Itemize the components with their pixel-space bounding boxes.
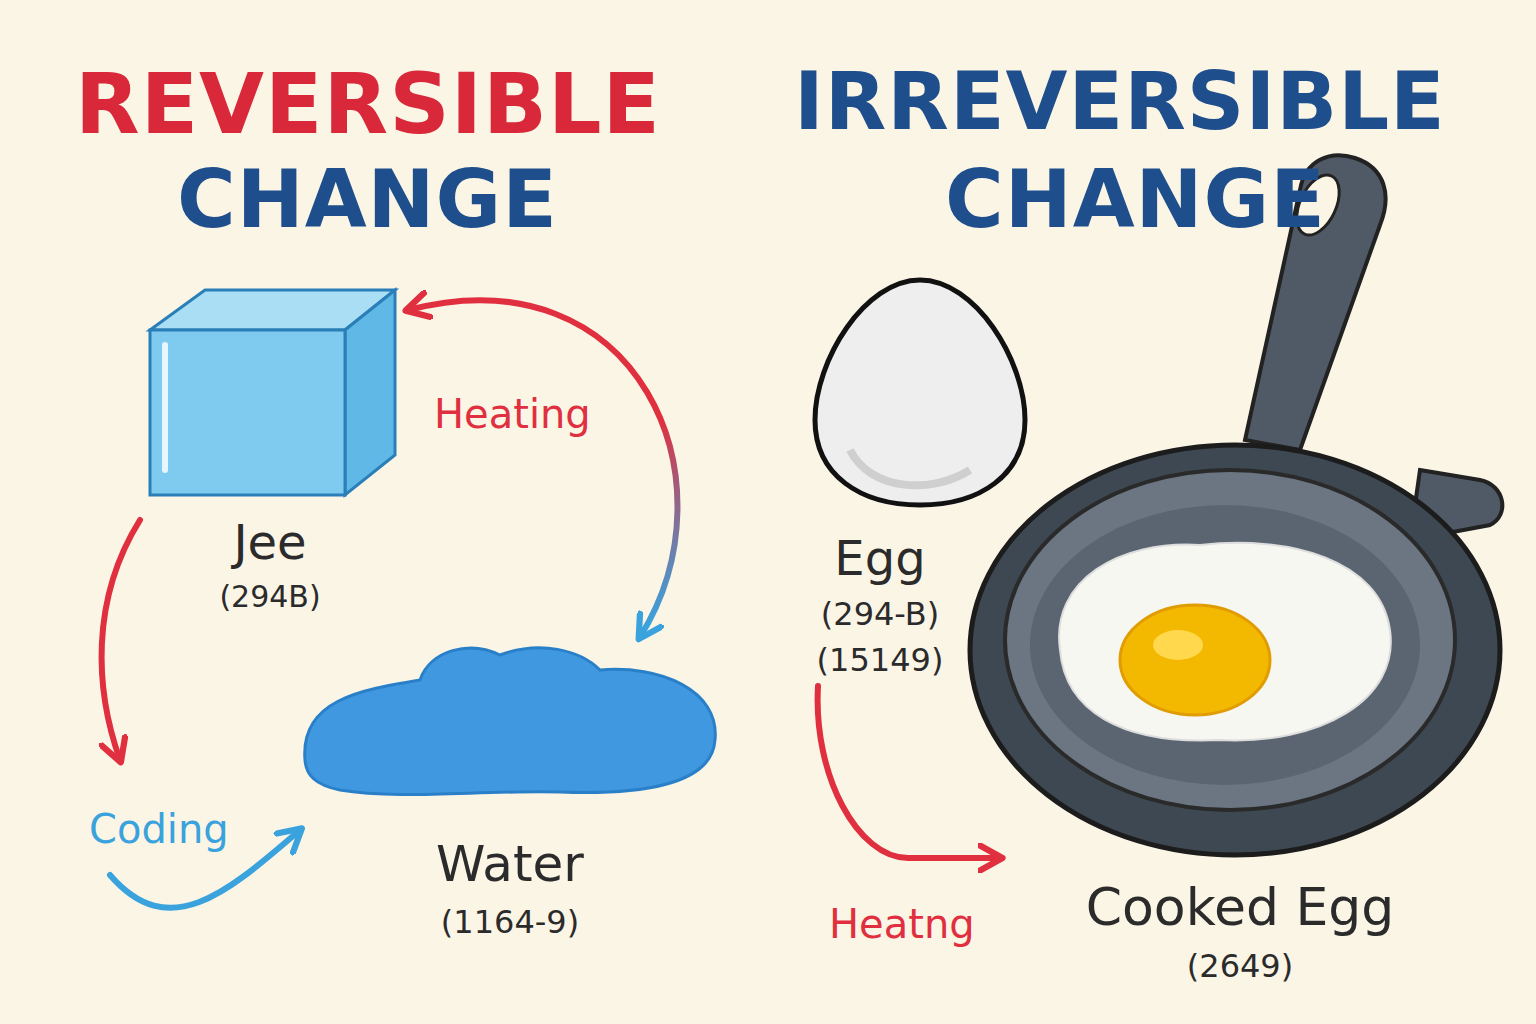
frying-pan	[970, 155, 1502, 855]
node-number: (2649)	[1187, 946, 1293, 986]
edge-label: Heatng	[825, 900, 979, 948]
cooked-egg-node: Cooked Egg (2649)	[1000, 300, 1480, 986]
node-number: (294-B)	[821, 594, 939, 634]
node-name: Water	[436, 833, 584, 896]
node-number: (1164-9)	[441, 902, 579, 942]
edge-label: Heating	[430, 390, 595, 438]
raw-egg	[815, 280, 1025, 505]
ice-node: Jee (294B)	[140, 280, 400, 616]
heading-word: IRREVERSIBLE	[794, 62, 1446, 142]
edge-label: Coding	[85, 805, 233, 853]
node-number: (294B)	[219, 578, 320, 616]
heading-word: CHANGE	[177, 160, 558, 240]
water-puddle	[305, 648, 716, 795]
water-node: Water (1164-9)	[300, 635, 720, 942]
connector-arrow	[408, 300, 677, 637]
node-number: (15149)	[817, 640, 944, 680]
node-name: Jee	[233, 512, 306, 572]
node-name: Egg	[834, 528, 925, 588]
heading-word: CHANGE	[945, 160, 1326, 240]
node-name: Cooked Egg	[1086, 875, 1395, 940]
ice-cube	[150, 290, 395, 495]
connector-arrow	[818, 686, 1000, 858]
egg-node: Egg (294-B) (15149)	[790, 270, 970, 680]
arrow-stroke	[408, 300, 677, 637]
arrow-stroke	[818, 686, 1000, 858]
arrow-stroke	[102, 520, 140, 760]
heading-word: REVERSIBLE	[75, 62, 661, 146]
